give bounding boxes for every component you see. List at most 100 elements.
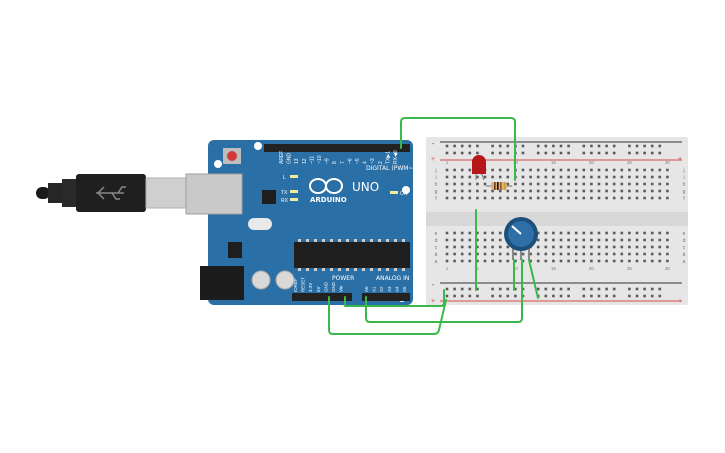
breadboard-hole[interactable] xyxy=(506,259,510,263)
rail-hole[interactable] xyxy=(521,151,525,155)
breadboard-hole[interactable] xyxy=(658,182,662,186)
breadboard-holes[interactable] xyxy=(445,144,669,298)
rail-hole[interactable] xyxy=(491,151,494,155)
breadboard-hole[interactable] xyxy=(529,252,532,256)
rail-hole[interactable] xyxy=(612,294,616,298)
breadboard-hole[interactable] xyxy=(468,238,472,242)
rail-hole[interactable] xyxy=(567,144,570,148)
breadboard-hole[interactable] xyxy=(628,189,631,193)
breadboard-hole[interactable] xyxy=(483,231,487,235)
breadboard-hole[interactable] xyxy=(476,189,479,193)
breadboard-hole[interactable] xyxy=(460,259,464,263)
breadboard-hole[interactable] xyxy=(536,238,540,242)
rail-hole[interactable] xyxy=(536,144,540,148)
breadboard-hole[interactable] xyxy=(643,238,646,242)
breadboard-hole[interactable] xyxy=(453,238,456,242)
breadboard-hole[interactable] xyxy=(514,182,517,186)
breadboard-hole[interactable] xyxy=(635,196,639,200)
breadboard-hole[interactable] xyxy=(567,245,570,249)
rail-hole[interactable] xyxy=(506,144,510,148)
breadboard-hole[interactable] xyxy=(476,175,479,179)
breadboard-hole[interactable] xyxy=(498,259,502,263)
breadboard-hole[interactable] xyxy=(582,238,586,242)
breadboard-hole[interactable] xyxy=(491,189,494,193)
breadboard-hole[interactable] xyxy=(491,175,494,179)
breadboard-hole[interactable] xyxy=(468,231,472,235)
rail-hole[interactable] xyxy=(628,144,631,148)
rail-hole[interactable] xyxy=(453,144,456,148)
breadboard-hole[interactable] xyxy=(666,252,669,256)
breadboard-hole[interactable] xyxy=(612,189,616,193)
breadboard-hole[interactable] xyxy=(666,238,669,242)
breadboard-hole[interactable] xyxy=(658,252,662,256)
breadboard-hole[interactable] xyxy=(620,196,624,200)
breadboard-hole[interactable] xyxy=(658,238,662,242)
rail-hole[interactable] xyxy=(635,294,639,298)
breadboard-hole[interactable] xyxy=(529,259,532,263)
breadboard-hole[interactable] xyxy=(536,182,540,186)
rail-hole[interactable] xyxy=(643,294,646,298)
breadboard-hole[interactable] xyxy=(597,238,601,242)
breadboard-hole[interactable] xyxy=(453,252,456,256)
rail-hole[interactable] xyxy=(552,144,555,148)
rail-hole[interactable] xyxy=(605,144,608,148)
breadboard-hole[interactable] xyxy=(559,245,563,249)
breadboard-hole[interactable] xyxy=(666,175,669,179)
breadboard-hole[interactable] xyxy=(590,231,593,235)
breadboard-hole[interactable] xyxy=(536,189,540,193)
breadboard-hole[interactable] xyxy=(574,252,578,256)
rail-hole[interactable] xyxy=(582,287,586,291)
breadboard-hole[interactable] xyxy=(582,231,586,235)
breadboard-hole[interactable] xyxy=(597,245,601,249)
rail-hole[interactable] xyxy=(628,151,631,155)
breadboard-hole[interactable] xyxy=(453,231,456,235)
breadboard-hole[interactable] xyxy=(658,259,662,263)
wire-a0-to-pot[interactable] xyxy=(365,259,523,323)
breadboard-hole[interactable] xyxy=(620,168,624,172)
breadboard-hole[interactable] xyxy=(574,182,578,186)
breadboard-hole[interactable] xyxy=(529,175,532,179)
breadboard-hole[interactable] xyxy=(567,231,570,235)
breadboard-hole[interactable] xyxy=(559,168,563,172)
breadboard-hole[interactable] xyxy=(650,175,654,179)
rail-hole[interactable] xyxy=(476,151,479,155)
breadboard-hole[interactable] xyxy=(559,238,563,242)
breadboard-hole[interactable] xyxy=(635,231,639,235)
breadboard-hole[interactable] xyxy=(445,175,449,179)
breadboard-hole[interactable] xyxy=(635,168,639,172)
breadboard-hole[interactable] xyxy=(529,168,532,172)
breadboard-hole[interactable] xyxy=(643,175,646,179)
breadboard-hole[interactable] xyxy=(628,182,631,186)
breadboard-hole[interactable] xyxy=(468,252,472,256)
breadboard-hole[interactable] xyxy=(590,175,593,179)
breadboard-hole[interactable] xyxy=(460,182,464,186)
breadboard-hole[interactable] xyxy=(612,252,616,256)
rail-hole[interactable] xyxy=(536,151,540,155)
breadboard-hole[interactable] xyxy=(476,259,479,263)
rail-hole[interactable] xyxy=(445,144,449,148)
breadboard-hole[interactable] xyxy=(605,175,608,179)
breadboard-hole[interactable] xyxy=(620,259,624,263)
breadboard-hole[interactable] xyxy=(567,238,570,242)
breadboard-hole[interactable] xyxy=(582,182,586,186)
rail-hole[interactable] xyxy=(476,294,479,298)
breadboard-hole[interactable] xyxy=(574,259,578,263)
breadboard-hole[interactable] xyxy=(567,252,570,256)
rail-hole[interactable] xyxy=(544,287,548,291)
breadboard-hole[interactable] xyxy=(514,259,517,263)
breadboard-hole[interactable] xyxy=(460,231,464,235)
breadboard-hole[interactable] xyxy=(468,259,472,263)
rail-hole[interactable] xyxy=(544,144,548,148)
rail-hole[interactable] xyxy=(552,294,555,298)
rail-hole[interactable] xyxy=(521,144,525,148)
rail-hole[interactable] xyxy=(597,151,601,155)
rail-hole[interactable] xyxy=(536,287,540,291)
breadboard-hole[interactable] xyxy=(483,245,487,249)
breadboard-hole[interactable] xyxy=(666,259,669,263)
breadboard-hole[interactable] xyxy=(491,168,494,172)
breadboard-hole[interactable] xyxy=(445,182,449,186)
breadboard-hole[interactable] xyxy=(620,231,624,235)
breadboard-hole[interactable] xyxy=(536,259,540,263)
